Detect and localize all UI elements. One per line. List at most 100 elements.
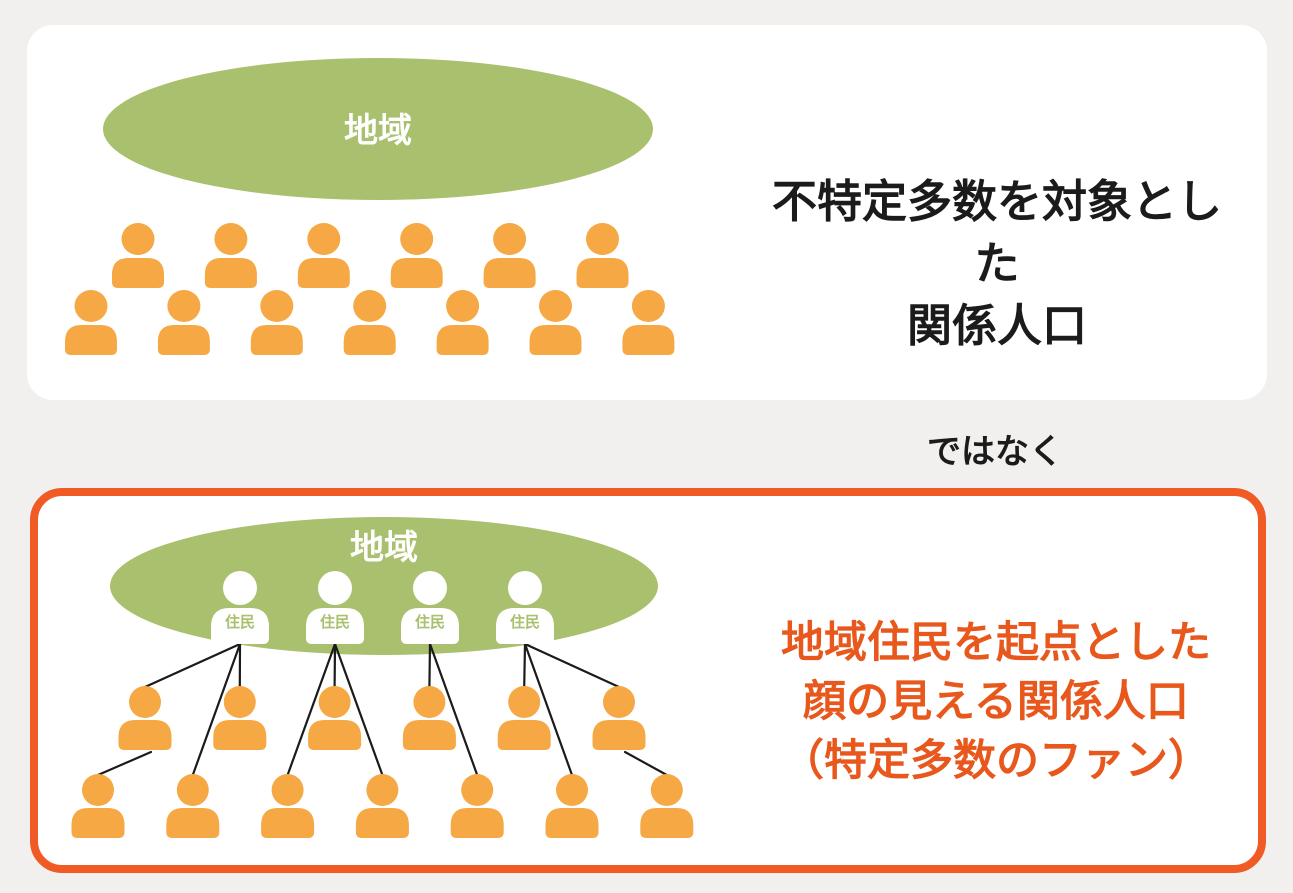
- person-head: [260, 290, 294, 322]
- resident-icon: [401, 571, 459, 644]
- resident-icon: [211, 571, 269, 644]
- person-body: [355, 808, 409, 838]
- person-body: [483, 258, 536, 288]
- crowd-person-icon: [204, 223, 257, 288]
- connection-line: [428, 642, 432, 689]
- person-head: [586, 223, 619, 255]
- person-head: [353, 290, 387, 322]
- person-body: [640, 808, 694, 838]
- top-caption: 不特定多数を対象とした 関係人口: [767, 171, 1227, 357]
- top-caption-line-1: 不特定多数を対象とした: [771, 176, 1222, 289]
- connection-line: [333, 642, 384, 777]
- person-head: [176, 774, 209, 806]
- connection-line: [286, 642, 337, 777]
- person-body: [261, 808, 315, 838]
- person-body: [157, 325, 210, 355]
- fan-person-icon: [450, 774, 504, 838]
- person-body: [166, 808, 220, 838]
- fan-person-icon: [592, 686, 646, 750]
- person-body: [592, 720, 646, 750]
- resident-icon: [306, 571, 364, 644]
- person-body: [496, 608, 554, 644]
- person-body: [211, 608, 269, 644]
- person-body: [250, 325, 303, 355]
- person-head: [366, 774, 399, 806]
- person-head: [400, 223, 434, 255]
- crowd-person-icon: [529, 290, 582, 355]
- fan-person-icon: [118, 686, 172, 750]
- person-head: [121, 223, 155, 255]
- person-head: [446, 290, 480, 322]
- fan-person-icon: [545, 774, 599, 838]
- top-panel: 地域 不特定多数を対象とした 関係人口: [27, 25, 1267, 400]
- fan-person-icon: [261, 774, 315, 838]
- person-body: [306, 608, 364, 644]
- person-body: [401, 608, 459, 644]
- fan-person-icon: [402, 686, 456, 750]
- person-head: [74, 290, 108, 322]
- crowd-person-icon: [250, 290, 303, 355]
- person-head: [508, 686, 541, 718]
- person-body: [529, 325, 582, 355]
- person-body: [497, 720, 551, 750]
- crowd-person-icon: [297, 223, 350, 288]
- person-body: [213, 720, 267, 750]
- region-label: 地域: [344, 112, 412, 150]
- person-body: [71, 808, 125, 838]
- crowd-person-icon: [343, 290, 396, 355]
- fan-person-icon: [71, 774, 125, 838]
- fan-person-icon: [213, 686, 267, 750]
- person-body: [450, 808, 504, 838]
- crowd-person-icon: [112, 223, 164, 288]
- crowd-person-icon: [436, 290, 489, 355]
- crowd-person-icon: [576, 223, 629, 288]
- person-body: [118, 720, 172, 750]
- person-head: [631, 290, 665, 322]
- person-head: [650, 774, 683, 806]
- person-head: [271, 774, 304, 806]
- person-body: [576, 258, 629, 288]
- person-head: [223, 571, 257, 605]
- person-head: [539, 290, 572, 322]
- person-body: [545, 808, 599, 838]
- person-head: [318, 571, 352, 605]
- connection-line: [191, 642, 242, 777]
- crowd-person-icon: [157, 290, 210, 355]
- person-head: [167, 290, 201, 322]
- divider-label: ではなく: [927, 433, 1063, 471]
- fan-person-icon: [308, 686, 362, 750]
- person-body: [622, 325, 675, 355]
- person-head: [307, 223, 341, 255]
- person-body: [112, 258, 164, 288]
- fan-person-icon: [166, 774, 220, 838]
- bottom-caption-line-2: 顔の見える関係人口: [803, 678, 1189, 726]
- bottom-caption-line-3: （特定多数のファン）: [781, 737, 1211, 785]
- person-head: [214, 223, 248, 255]
- top-caption-line-2: 関係人口: [906, 300, 1087, 351]
- crowd-person-icon: [65, 290, 117, 355]
- resident-label: 住民: [320, 613, 350, 631]
- region-label: 地域: [350, 529, 418, 567]
- fan-person-icon: [497, 686, 551, 750]
- person-head: [223, 686, 256, 718]
- person-body: [343, 325, 396, 355]
- person-head: [493, 223, 527, 255]
- connection-line: [143, 642, 242, 689]
- person-head: [556, 774, 588, 806]
- resident-icon: [496, 571, 554, 644]
- person-head: [413, 571, 447, 605]
- person-head: [508, 571, 542, 605]
- unspecified-crowd-diagram: 地域: [65, 58, 675, 355]
- person-body: [436, 325, 489, 355]
- fan-person-icon: [640, 774, 694, 838]
- person-body: [65, 325, 117, 355]
- connection-line: [96, 750, 153, 777]
- person-body: [308, 720, 362, 750]
- crowd-person-icon: [390, 223, 443, 288]
- connection-line: [428, 642, 479, 777]
- bottom-caption-line-1: 地域住民を起点とした: [781, 619, 1211, 667]
- resident-network-diagram: 地域住民住民住民住民: [71, 517, 694, 838]
- person-head: [82, 774, 114, 806]
- resident-label: 住民: [225, 613, 255, 631]
